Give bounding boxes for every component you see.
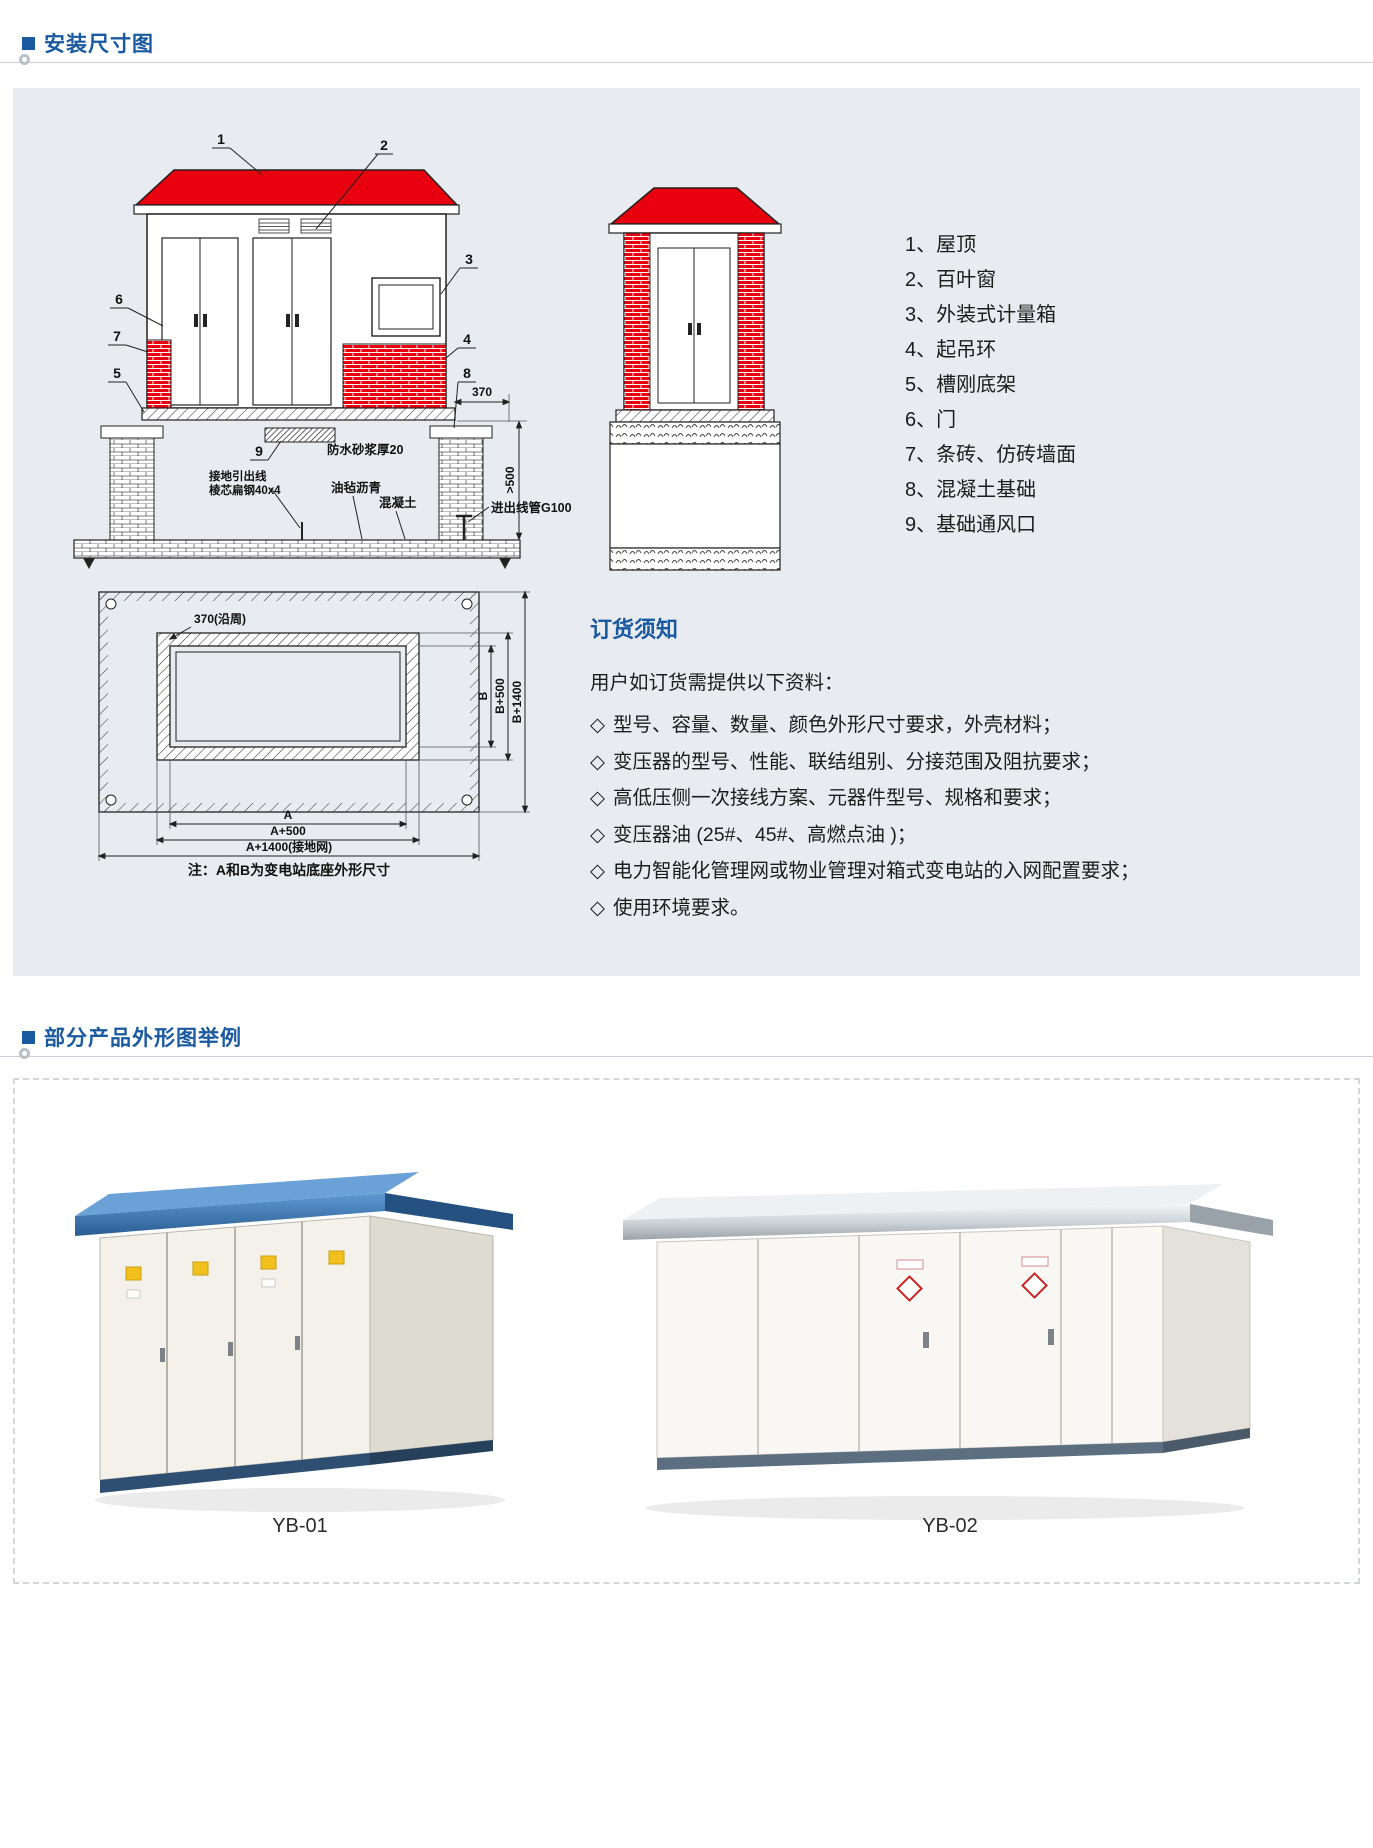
dim-gt500: >500	[503, 466, 517, 493]
plan-dim-b1400: B+1400	[510, 680, 524, 723]
installation-drawing: 1 2 3 4 5 6 7 8 9 防水砂浆厚20 接地引出线 棱芯扁钢40x4…	[73, 131, 782, 878]
plan-dim-b: B	[476, 691, 490, 700]
label-conduit: 进出线管G100	[491, 500, 572, 515]
legend-item: 8、混凝土基础	[905, 479, 1037, 501]
ordering-item-text: 型号、容量、数量、颜色外形尺寸要求，外壳材料；	[613, 714, 1062, 736]
product-examples-panel: YB-01 YB-02	[13, 1078, 1360, 1584]
section-bullet-icon	[22, 1030, 35, 1044]
ring-ornament-icon	[19, 54, 30, 65]
callout-4: 4	[463, 331, 471, 347]
brick-wall-left	[146, 339, 172, 409]
plan-dim-a500: A+500	[270, 824, 306, 838]
diamond-bullet-icon: ◇	[590, 714, 605, 736]
label-concrete: 混凝土	[379, 495, 417, 510]
diamond-bullet-icon: ◇	[590, 860, 605, 882]
product-photo-yb01	[75, 1172, 513, 1512]
section-header-install: 安装尺寸图	[22, 28, 154, 58]
callout-5: 5	[113, 365, 121, 381]
conduit-pipe	[456, 514, 472, 540]
callout-9: 9	[255, 443, 263, 459]
door-handle	[228, 1342, 233, 1356]
legend-item: 9、基础通风口	[905, 514, 1037, 536]
diamond-bullet-icon: ◇	[590, 750, 605, 773]
warning-diamond-icon	[1021, 1272, 1048, 1299]
ordering-notes: 订货须知 用户如订货需提供以下资料： ◇ 型号、容量、数量、颜色外形尺寸要求，外…	[590, 612, 1140, 926]
plan-note: 注：A和B为变电站底座外形尺寸	[188, 862, 390, 878]
callout-3: 3	[465, 251, 473, 267]
section-header-products: 部分产品外形图举例	[22, 1022, 242, 1052]
callout-7: 7	[113, 328, 121, 344]
divider	[0, 1048, 1373, 1059]
plan-dim-370: 370(沿周)	[194, 612, 246, 626]
product-caption-yb02: YB-02	[922, 1515, 978, 1537]
callout-1: 1	[217, 131, 225, 147]
legend-item: 1、屋顶	[905, 234, 977, 256]
legend-item: 2、百叶窗	[905, 269, 997, 291]
diamond-bullet-icon: ◇	[590, 896, 605, 919]
product-photo-yb02	[623, 1184, 1273, 1520]
section-bullet-icon	[22, 36, 35, 50]
legend-item: 6、门	[905, 409, 957, 431]
warning-sticker-icon	[328, 1250, 345, 1265]
door-handle	[295, 1336, 300, 1350]
door-handle	[1048, 1329, 1054, 1345]
legend-item: 7、条砖、仿砖墙面	[905, 444, 1077, 466]
label-mortar: 防水砂浆厚20	[327, 442, 403, 457]
legend-item: 4、起吊环	[905, 339, 997, 361]
channel-base	[141, 407, 456, 421]
front-elevation-drawing	[73, 169, 521, 569]
legend-item: 5、槽刚底架	[905, 374, 1017, 396]
warning-sticker-icon	[260, 1255, 277, 1270]
warning-diamond-icon	[896, 1275, 923, 1302]
dim-370: 370	[472, 385, 492, 399]
front-callouts: 1 2 3 4 5 6 7 8 9	[108, 131, 478, 461]
ordering-intro: 用户如订货需提供以下资料：	[590, 672, 844, 694]
front-labels: 防水砂浆厚20 接地引出线 棱芯扁钢40x4 油毡沥青 混凝土 进出线管G100…	[209, 385, 572, 541]
legend-item: 3、外装式计量箱	[905, 304, 1057, 326]
ordering-item-text: 变压器的型号、性能、联结组别、分接范围及阻抗要求；	[613, 750, 1101, 773]
label-ground-2: 棱芯扁钢40x4	[209, 483, 281, 497]
warning-sticker-icon	[125, 1266, 142, 1281]
ordering-item: ◇ 型号、容量、数量、颜色外形尺寸要求，外壳材料；	[590, 707, 1140, 744]
brick-wall-right	[342, 343, 447, 409]
ground-slab	[73, 539, 521, 559]
divider	[0, 54, 1373, 65]
product-caption-yb01: YB-01	[272, 1515, 328, 1537]
ordering-item-text: 高低压侧一次接线方案、元器件型号、规格和要求；	[613, 787, 1062, 809]
door-label-plate	[896, 1259, 924, 1270]
plan-view-drawing: 370(沿周) A A+500 A+1400(接地网) B B+500	[97, 590, 530, 878]
ordering-item: ◇ 变压器油 (25#、45#、高燃点油 )；	[590, 817, 1140, 854]
plan-dim-a: A	[284, 808, 293, 822]
section-title-install: 安装尺寸图	[44, 33, 154, 56]
plan-dim-b500: B+500	[493, 678, 507, 714]
installation-panel: 1 2 3 4 5 6 7 8 9 防水砂浆厚20 接地引出线 棱芯扁钢40x4…	[13, 88, 1360, 976]
mortar-bar	[264, 427, 336, 443]
ordering-item: ◇ 电力智能化管理网或物业管理对箱式变电站的入网配置要求；	[590, 853, 1140, 890]
ordering-item: ◇ 高低压侧一次接线方案、元器件型号、规格和要求；	[590, 780, 1140, 817]
label-ground-1: 接地引出线	[209, 469, 267, 483]
ordering-item-text: 使用环境要求。	[613, 896, 750, 919]
label-asphalt: 油毡沥青	[331, 480, 382, 495]
section-title-products: 部分产品外形图举例	[44, 1027, 242, 1050]
diamond-bullet-icon: ◇	[590, 787, 605, 809]
door-label-plate	[1021, 1256, 1049, 1267]
parts-legend: 1、屋顶 2、百叶窗 3、外装式计量箱 4、起吊环 5、槽刚底架 6、门 7、条…	[905, 228, 1076, 543]
plan-dim-a1400: A+1400(接地网)	[246, 839, 332, 854]
callout-8: 8	[463, 365, 471, 381]
warning-sticker-icon	[192, 1261, 209, 1276]
door-handle	[923, 1332, 929, 1348]
louver-grilles	[258, 218, 332, 234]
callout-2: 2	[380, 137, 388, 153]
diamond-bullet-icon: ◇	[590, 823, 605, 846]
ordering-title: 订货须知	[590, 617, 679, 642]
side-elevation-drawing	[608, 187, 782, 571]
ordering-item-text: 电力智能化管理网或物业管理对箱式变电站的入网配置要求；	[613, 860, 1140, 882]
door-handle	[160, 1348, 165, 1362]
callout-6: 6	[115, 291, 123, 307]
ring-ornament-icon	[19, 1048, 30, 1059]
ordering-item: ◇ 使用环境要求。	[590, 890, 1140, 927]
ordering-item-text: 变压器油 (25#、45#、高燃点油 )；	[613, 823, 917, 846]
ordering-item: ◇ 变压器的型号、性能、联结组别、分接范围及阻抗要求；	[590, 744, 1140, 781]
